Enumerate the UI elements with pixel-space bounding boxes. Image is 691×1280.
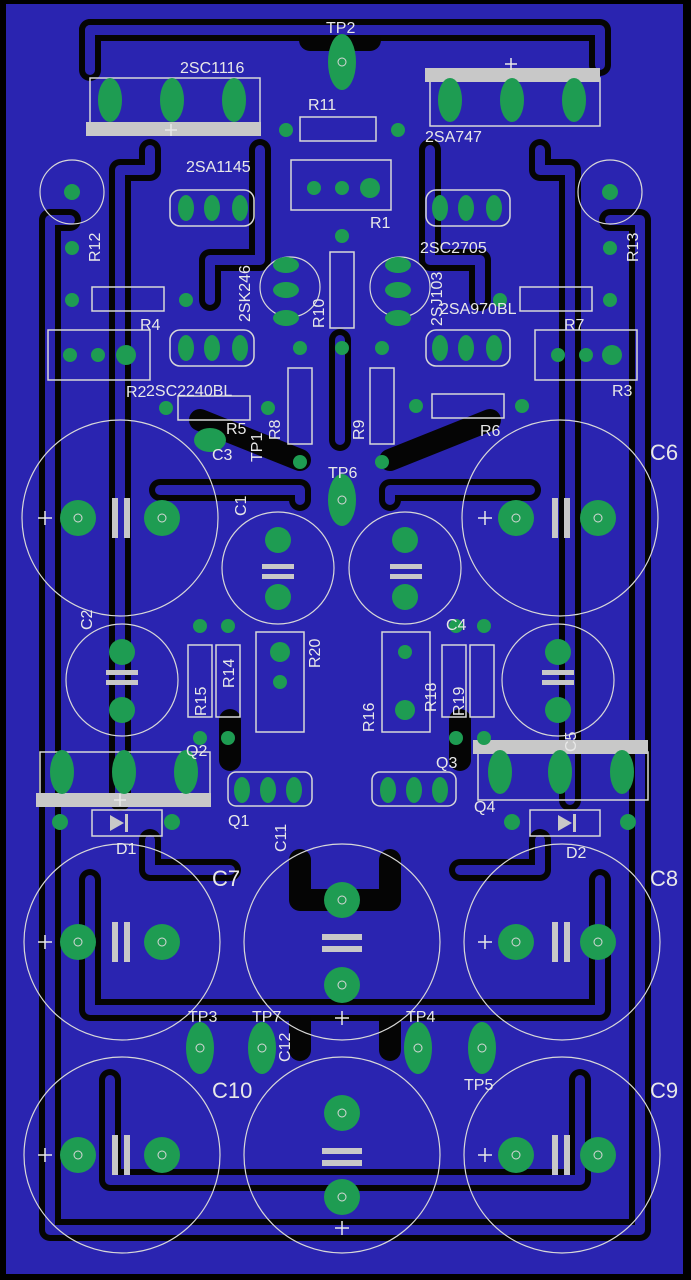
label-c1: C1: [233, 495, 250, 516]
label-r18: R18: [423, 683, 440, 712]
label-2sc1116: 2SC1116: [180, 60, 244, 77]
label-c5: C5: [563, 731, 580, 752]
label-c3: C3: [212, 447, 233, 464]
label-c2: C2: [79, 609, 96, 630]
label-r12: R12: [87, 233, 104, 262]
label-c10: C10: [212, 1078, 252, 1103]
c1-outline: [221, 511, 335, 625]
capacitor-outlines: [21, 159, 661, 1254]
label-tp3: TP3: [188, 1009, 217, 1026]
label-q2: Q2: [186, 743, 207, 760]
label-r9: R9: [351, 419, 368, 440]
c5-outline: [21, 419, 219, 617]
label-c8: C8: [650, 866, 678, 891]
label-r10: R10: [311, 299, 328, 328]
label-r20: R20: [307, 639, 324, 668]
label-tp5: TP5: [464, 1077, 493, 1094]
c12-outline: [243, 1056, 441, 1254]
polarity-marks: [38, 58, 517, 1235]
component-labels: TP2 2SC1116 R11 2SA747 2SA1145 R1 2SC270…: [116, 20, 678, 1103]
label-r6: R6: [480, 423, 501, 440]
label-r15: R15: [193, 687, 210, 716]
label-r3: R3: [612, 383, 633, 400]
label-r1: R1: [370, 215, 391, 232]
label-r14: R14: [221, 659, 238, 688]
label-r13: R13: [625, 233, 642, 262]
label-2sk246: 2SK246: [237, 265, 254, 322]
transistor-tabs: [36, 68, 648, 807]
label-r16: R16: [361, 703, 378, 732]
label-tp4: TP4: [406, 1009, 435, 1026]
label-r19: R19: [451, 687, 468, 716]
c9-outline: [463, 1056, 661, 1254]
label-q3: Q3: [436, 755, 457, 772]
c4-outline: [348, 511, 462, 625]
label-tp2: TP2: [326, 20, 355, 37]
label-d2: D2: [566, 845, 587, 862]
c6-outline: [461, 419, 659, 617]
c7-outline: [23, 843, 221, 1041]
label-2sa970bl: 2SA970BL: [440, 301, 517, 318]
label-c6: C6: [650, 440, 678, 465]
c5b-outline: [501, 623, 615, 737]
label-tp7: TP7: [252, 1009, 281, 1026]
c2-outline: [65, 623, 179, 737]
label-c9: C9: [650, 1078, 678, 1103]
label-d1: D1: [116, 841, 137, 858]
label-2sa1145: 2SA1145: [186, 159, 251, 176]
label-r2: R2: [126, 384, 147, 401]
diode-symbols: [110, 814, 576, 832]
label-q1: Q1: [228, 813, 249, 830]
label-c7: C7: [212, 866, 240, 891]
label-c4: C4: [446, 617, 467, 634]
drill-holes: [73, 57, 603, 1202]
label-r8: R8: [267, 419, 284, 440]
vertical-labels: R12 R13 2SK246 R10 2SJ103 R8 TP1 R9 C1 C…: [79, 233, 642, 1062]
label-2sa747: 2SA747: [425, 129, 482, 146]
label-tp1: TP1: [249, 433, 266, 462]
c11-outline: [243, 843, 441, 1041]
label-tp6: TP6: [328, 465, 357, 482]
label-c11: C11: [273, 824, 290, 852]
label-r4: R4: [140, 317, 161, 334]
label-2sj103: 2SJ103: [429, 272, 446, 326]
label-r5: R5: [226, 421, 247, 438]
c10-outline: [23, 1056, 221, 1254]
label-r11: R11: [308, 97, 336, 114]
label-2sc2240bl: 2SC2240BL: [146, 383, 232, 400]
c8-outline: [463, 843, 661, 1041]
label-c12: C12: [277, 1033, 294, 1062]
label-q4: Q4: [474, 799, 495, 816]
pads: [50, 34, 636, 1215]
cap-symbols: [106, 498, 574, 1175]
label-2sc2705: 2SC2705: [420, 240, 487, 257]
label-r7: R7: [564, 317, 585, 334]
